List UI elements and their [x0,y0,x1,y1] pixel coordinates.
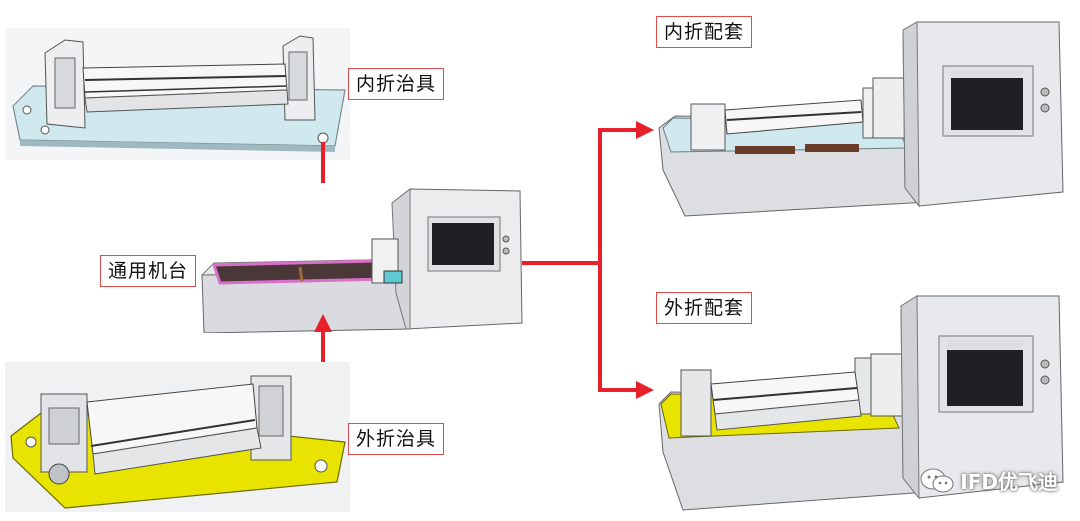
outer-fixture-image [5,362,350,512]
outer-set-image [655,292,1075,517]
watermark: IFD优飞迪 [920,466,1058,495]
label-inner-set-overlay: 内折配套 [656,16,753,48]
label-outer-set: 外折配套 [656,292,753,324]
wechat-icon [920,468,954,492]
label-inner-fixture: 内折治具 [348,68,445,100]
general-machine-image [200,183,527,333]
branch-arrow-icon [522,121,654,399]
inner-fixture-image [5,28,350,160]
label-general-machine: 通用机台 [100,255,197,287]
inner-set-image [655,20,1075,220]
watermark-text: IFD优飞迪 [960,470,1058,494]
label-outer-fixture: 外折治具 [348,423,445,455]
